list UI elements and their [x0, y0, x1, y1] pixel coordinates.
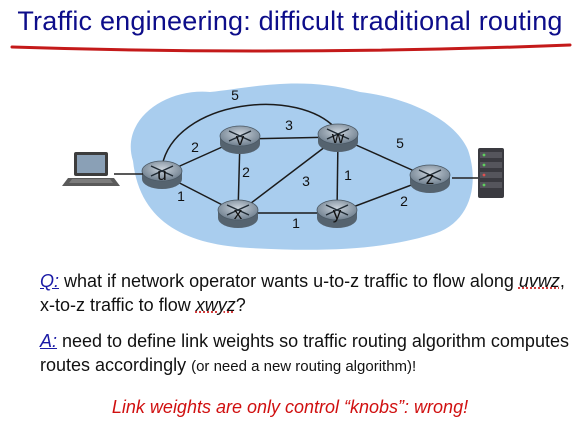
laptop-icon — [62, 152, 120, 186]
title-underline — [10, 43, 572, 53]
slide-title: Traffic engineering: difficult tradition… — [17, 6, 563, 36]
weight-u-w: 5 — [231, 87, 239, 103]
router-label-u: u — [157, 165, 166, 184]
router-u: u — [141, 160, 183, 189]
question-label: Q: — [40, 271, 60, 291]
router-y: y — [316, 199, 358, 228]
answer-text: A: need to define link weights so traffi… — [40, 329, 570, 379]
weight-w-z: 5 — [396, 135, 404, 151]
weight-x-y: 1 — [292, 215, 300, 231]
server-icon — [478, 148, 504, 198]
weight-y-z: 2 — [400, 193, 408, 209]
network-nodes: u v w x y z — [141, 123, 451, 228]
router-v: v — [219, 125, 261, 154]
question-path1: uvwz — [518, 271, 560, 291]
answer-part1: need to define link weights so traffic r… — [40, 331, 569, 375]
router-label-z: z — [426, 169, 435, 188]
weight-v-x: 2 — [242, 164, 250, 180]
question-part1: what if network operator wants u-to-z tr… — [59, 271, 519, 291]
answer-label: A: — [40, 331, 58, 351]
weight-u-x: 1 — [177, 188, 185, 204]
question-part2: , x-to-z traffic to flow — [40, 271, 565, 315]
network-cloud — [130, 83, 473, 250]
weight-w-y: 1 — [344, 167, 352, 183]
conclusion-text: Link weights are only control “knobs”: w… — [111, 397, 469, 417]
link-w-x — [237, 136, 339, 214]
question-text: Q: what if network operator wants u-to-z… — [40, 269, 570, 317]
question-path2: xwyz — [195, 295, 236, 315]
router-label-y: y — [333, 204, 342, 223]
answer-note: (or need a new routing algorithm)! — [191, 358, 417, 375]
weight-u-v: 2 — [191, 139, 199, 155]
router-x: x — [217, 199, 259, 228]
question-part3: ? — [235, 295, 246, 315]
router-label-x: x — [234, 204, 243, 223]
router-w: w — [317, 123, 359, 152]
router-label-w: w — [331, 128, 345, 147]
router-z: z — [409, 164, 451, 193]
weight-w-x: 3 — [302, 173, 310, 189]
weight-v-w: 3 — [285, 117, 293, 133]
link-u-w — [161, 103, 339, 167]
network-edge-labels: 5 2 1 3 2 3 1 5 1 2 — [177, 87, 408, 231]
router-label-v: v — [236, 130, 245, 149]
